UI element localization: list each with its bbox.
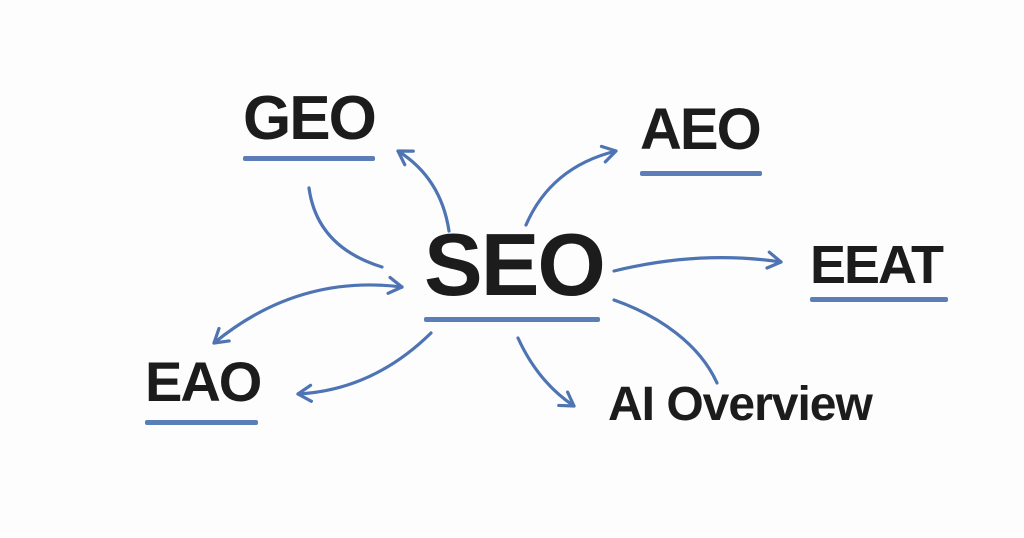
arrow-seo-to-aeo xyxy=(524,144,618,227)
node-geo: GEO xyxy=(243,84,377,161)
node-geo-label: GEO xyxy=(243,84,377,153)
line-seo-to-ai-overview-tail xyxy=(612,298,719,385)
arrow-seo-to-ai-overview xyxy=(516,336,576,408)
node-ai-overview-label: AI Overview xyxy=(608,378,873,431)
arrow-seo-to-eeat xyxy=(612,250,783,273)
node-eao-underline xyxy=(145,420,258,425)
node-aeo: AEO xyxy=(640,101,762,176)
node-eao: EAO xyxy=(145,350,262,425)
arrow-seo-to-eao xyxy=(296,331,433,403)
node-aeo-label: AEO xyxy=(640,97,762,162)
node-seo-label: SEO xyxy=(424,215,606,314)
node-seo-center: SEO xyxy=(424,215,606,322)
node-eao-label: EAO xyxy=(145,350,262,413)
node-eeat-underline xyxy=(810,297,948,302)
node-eeat: EEAT xyxy=(810,238,948,302)
arrow-eao-seo-bidirectional xyxy=(212,275,404,345)
node-seo-underline xyxy=(424,317,600,322)
line-geo-to-seo-tail xyxy=(307,186,384,269)
node-eeat-label: EEAT xyxy=(810,235,944,295)
node-ai-overview: AI Overview xyxy=(608,378,873,431)
node-geo-underline xyxy=(243,156,375,161)
node-aeo-underline xyxy=(640,171,762,176)
